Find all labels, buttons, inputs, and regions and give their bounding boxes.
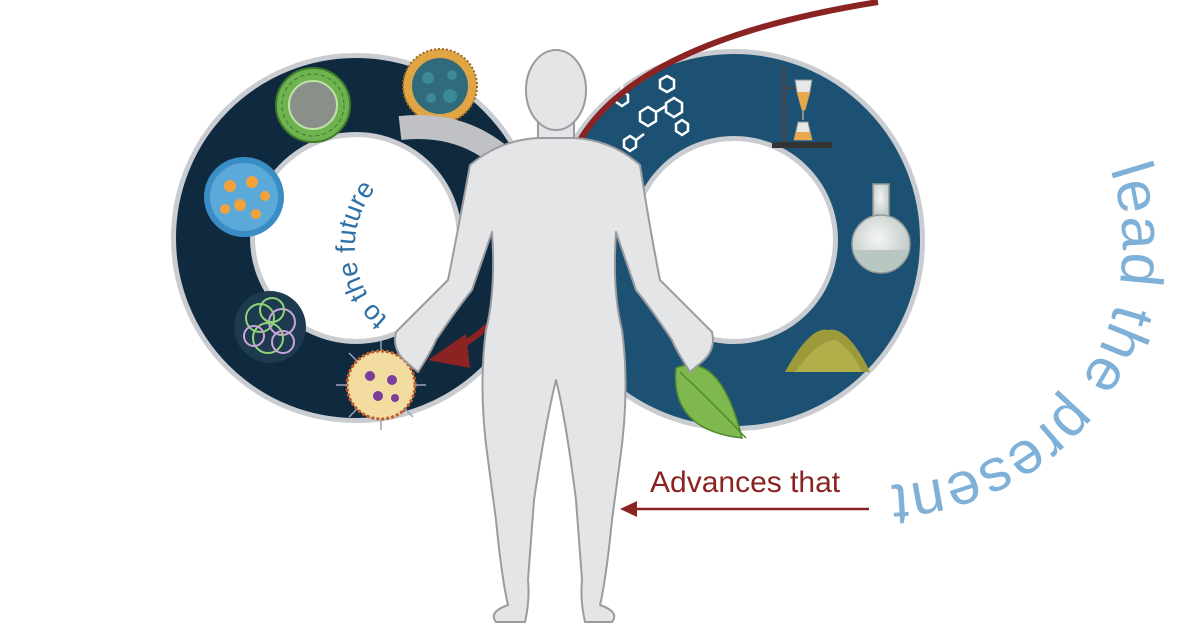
lead-label: lead the present <box>889 154 1176 539</box>
leaf-icon <box>674 364 747 439</box>
powder-pile-icon <box>785 329 870 372</box>
separatory-funnel-icon <box>772 66 832 148</box>
epithelial-cell-icon <box>275 67 351 143</box>
future-label-text: to the future <box>331 175 392 336</box>
molecule-structures-icon <box>614 74 690 153</box>
human-body-icon <box>394 49 714 623</box>
lead-label-text: lead the present <box>889 154 1177 539</box>
liposome-icon <box>336 340 426 430</box>
vesicle-icon <box>204 157 284 237</box>
round-flask-icon <box>851 183 911 274</box>
advances-arrowhead <box>620 501 637 517</box>
advances-label: Advances that <box>650 466 841 499</box>
future-label: to the future <box>331 175 392 336</box>
nanoparticle-shell-icon <box>402 48 478 124</box>
polymer-network-icon <box>234 291 306 363</box>
red-arrowhead <box>428 334 470 368</box>
